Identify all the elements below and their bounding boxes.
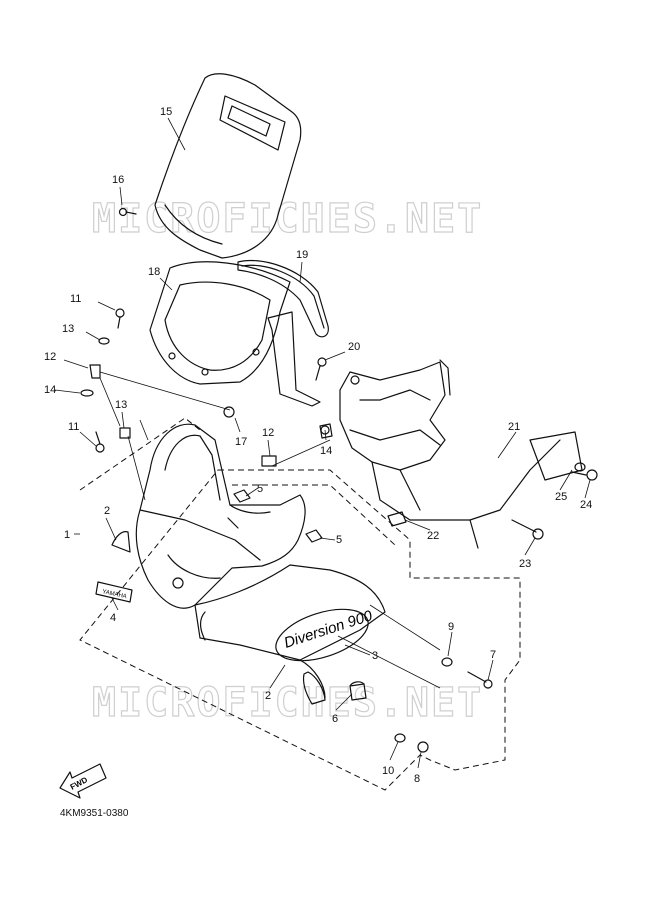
cover-bracket xyxy=(267,311,321,407)
bolt-11-mid xyxy=(95,431,105,453)
callout-14-right: 14 xyxy=(320,445,332,457)
bolt-11-top xyxy=(115,308,125,329)
side-emblem xyxy=(275,608,369,662)
callout-11-top: 11 xyxy=(70,293,81,305)
side-trim-left xyxy=(111,531,131,553)
callout-13-mid: 13 xyxy=(115,399,127,411)
inner-boundary xyxy=(232,484,396,546)
callout-16: 16 xyxy=(112,174,124,186)
callout-2-upper: 2 xyxy=(104,505,110,517)
callout-22: 22 xyxy=(427,530,439,542)
grommet-12-mid xyxy=(261,455,277,467)
callout-10: 10 xyxy=(382,765,394,777)
inner-cover xyxy=(149,261,291,385)
callout-9: 9 xyxy=(448,621,454,633)
nut-14-left xyxy=(80,389,94,397)
side-cover-lower xyxy=(302,671,326,705)
emblem-text: YAMAHA xyxy=(102,589,128,600)
callout-17: 17 xyxy=(235,436,247,448)
watermark-top: MICROFICHES.NET xyxy=(92,196,483,242)
callout-3: 3 xyxy=(372,650,378,662)
callout-7: 7 xyxy=(490,649,496,661)
washer-13-top xyxy=(98,337,110,345)
callout-15: 15 xyxy=(160,106,172,118)
callout-8: 8 xyxy=(414,773,420,785)
callout-19: 19 xyxy=(296,249,308,261)
seal-strip xyxy=(237,259,329,338)
bolt-24 xyxy=(571,469,598,481)
nut-10 xyxy=(394,733,406,743)
callout-11-mid: 11 xyxy=(68,421,79,433)
watermark-bottom: MICROFICHES.NET xyxy=(92,680,483,726)
callout-25: 25 xyxy=(555,491,567,503)
callout-14-left: 14 xyxy=(44,384,56,396)
damper-6 xyxy=(349,681,367,701)
cowling-body xyxy=(135,423,386,699)
callout-6: 6 xyxy=(332,713,338,725)
clip-5-lower xyxy=(305,529,323,543)
windscreen xyxy=(154,73,302,259)
leader-lines xyxy=(54,117,591,769)
washer-13-mid xyxy=(119,427,131,439)
clip-5-upper xyxy=(233,489,251,503)
callout-21: 21 xyxy=(508,421,520,433)
bolt-23 xyxy=(511,519,544,540)
callout-20: 20 xyxy=(348,341,360,353)
fwd-arrow xyxy=(59,763,107,799)
callout-12-mid: 12 xyxy=(262,427,274,439)
emblem-plate xyxy=(95,581,133,603)
callout-18: 18 xyxy=(148,266,160,278)
assembly-boundary xyxy=(79,417,521,791)
callout-5-lower: 5 xyxy=(336,534,342,546)
callout-23: 23 xyxy=(519,558,531,570)
nut-22 xyxy=(387,511,407,527)
callout-13-top: 13 xyxy=(62,323,74,335)
callout-12-top: 12 xyxy=(44,351,56,363)
grommet-12-top xyxy=(89,364,101,379)
screw-8 xyxy=(417,741,429,753)
grommet-17 xyxy=(223,406,235,418)
callout-4: 4 xyxy=(110,612,116,624)
callout-5-upper: 5 xyxy=(257,483,263,495)
nut-14-right xyxy=(319,423,333,439)
bolt-20 xyxy=(315,357,327,381)
callout-2-lower: 2 xyxy=(265,690,271,702)
callout-1: 1 xyxy=(64,529,70,541)
stay-frame xyxy=(320,359,583,549)
callout-24: 24 xyxy=(580,499,592,511)
washer-25 xyxy=(574,462,586,472)
windscreen-screw xyxy=(118,207,137,217)
diagram-code: 4KM9351-0380 xyxy=(60,808,129,819)
washer-9 xyxy=(441,657,453,667)
